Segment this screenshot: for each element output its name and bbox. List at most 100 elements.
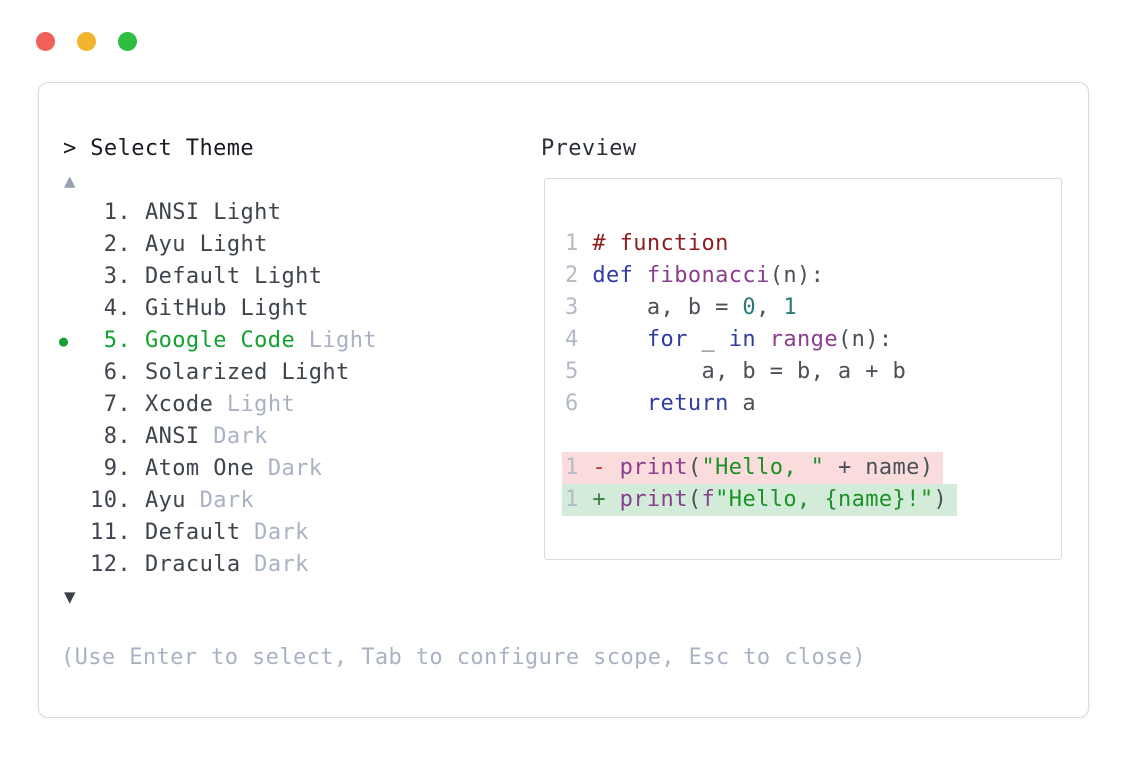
theme-item-name: ANSI	[145, 424, 200, 449]
maximize-button[interactable]	[118, 32, 137, 51]
token-name: print	[619, 487, 688, 512]
code-line: 2 def fibonacci(n):	[565, 260, 1061, 292]
token-keyword: return	[646, 391, 729, 416]
keyboard-hint: (Use Enter to select, Tab to configure s…	[61, 645, 867, 670]
theme-item-variant: Light	[213, 392, 296, 417]
token-keyword: in	[728, 327, 757, 352]
theme-item-variant: Light	[295, 328, 377, 353]
theme-item-name: Google Code	[145, 328, 296, 353]
code-line: 1 # function	[565, 228, 1061, 260]
theme-item-number: 2.	[103, 232, 131, 257]
theme-item-number: 5.	[103, 328, 131, 353]
theme-item-name: Ayu Light	[145, 232, 268, 257]
theme-item-default-light[interactable]: 3. Default Light	[39, 261, 539, 293]
close-button[interactable]	[36, 32, 55, 51]
theme-item-ayu[interactable]: 10.Ayu Dark	[39, 485, 539, 517]
theme-item-name: ANSI Light	[145, 200, 282, 225]
token-comment: # function	[592, 231, 729, 256]
theme-item-name: Ayu	[145, 488, 186, 513]
theme-item-number: 7.	[103, 392, 131, 417]
theme-item-xcode[interactable]: 7. Xcode Light	[39, 389, 539, 421]
code-diff-line-added: 1 + print(f"Hello, {name}!")	[562, 484, 1061, 516]
theme-item-name: Xcode	[145, 392, 214, 417]
token-plain: )	[933, 487, 948, 512]
theme-item-ansi-light[interactable]: 1. ANSI Light	[39, 197, 539, 229]
line-number: 6	[565, 391, 579, 416]
theme-item-number: 4.	[103, 296, 131, 321]
theme-item-variant: Dark	[240, 520, 309, 545]
token-keyword: def	[592, 263, 634, 288]
code-line: 6 return a	[565, 388, 1061, 420]
line-number: 2	[565, 263, 579, 288]
token-plain: _	[687, 327, 729, 352]
theme-item-number: 3.	[103, 264, 131, 289]
token-plain: + name)	[824, 455, 934, 480]
line-number: 1	[565, 455, 579, 480]
token-plain: (	[687, 455, 702, 480]
token-plain: a, b =	[592, 295, 743, 320]
theme-item-atom-one[interactable]: 9.Atom One Dark	[39, 453, 539, 485]
preview-label: Preview	[541, 136, 637, 161]
scroll-down-icon[interactable]: ▼	[64, 586, 76, 608]
code-line: 5 a, b = b, a + b	[565, 356, 1061, 388]
token-literal: 0	[742, 295, 757, 320]
theme-item-name: Default	[145, 520, 241, 545]
theme-item-number: 1.	[103, 200, 131, 225]
theme-item-variant: Dark	[185, 488, 255, 513]
line-number: 3	[565, 295, 579, 320]
theme-item-number: 6.	[103, 360, 131, 385]
theme-item-name: GitHub Light	[145, 296, 309, 321]
theme-item-solarized-light[interactable]: 6. Solarized Light	[39, 357, 539, 389]
line-number: 1	[565, 487, 579, 512]
token-keyword: for	[646, 327, 688, 352]
theme-item-ansi[interactable]: 8. ANSI Dark	[39, 421, 539, 453]
selected-bullet-icon: ●	[59, 332, 69, 350]
line-number: 1	[565, 231, 579, 256]
theme-item-ayu-light[interactable]: 2. Ayu Light	[39, 229, 539, 261]
token-plain	[592, 327, 647, 352]
token-name: fibonacci	[646, 263, 770, 288]
theme-item-google-code[interactable]: ● 5. Google Code Light	[39, 325, 539, 357]
token-plain: (n):	[769, 263, 825, 288]
theme-item-variant: Dark	[240, 552, 309, 577]
theme-item-dracula[interactable]: 12. Dracula Dark	[39, 549, 539, 581]
theme-item-variant: Dark	[199, 424, 268, 449]
theme-item-variant: Dark	[254, 456, 323, 481]
token-plain: a, b = b, a + b	[592, 359, 907, 384]
code-line: 4 for _ in range(n):	[565, 324, 1061, 356]
theme-item-number: 8.	[103, 424, 131, 449]
token-name: print	[619, 455, 688, 480]
theme-item-name: Default Light	[145, 264, 323, 289]
select-theme-header: > Select Theme	[63, 136, 255, 161]
token-name: f	[701, 487, 716, 512]
token-plain: a	[728, 391, 757, 416]
token-plain: (	[687, 487, 702, 512]
theme-list: 1. ANSI Light 2. Ayu Light 3. Default Light 4.…	[39, 197, 539, 581]
theme-item-name: Solarized Light	[145, 360, 350, 385]
token-minus: -	[592, 455, 620, 480]
token-string: "Hello, {name}!"	[715, 487, 934, 512]
code-line: 3 a, b = 0, 1	[565, 292, 1061, 324]
code-diff-line-removed: 1 - print("Hello, " + name)	[562, 452, 1061, 484]
theme-item-github-light[interactable]: 4. GitHub Light	[39, 293, 539, 325]
token-literal: 1	[783, 295, 798, 320]
theme-item-number: 11.	[90, 520, 131, 545]
minimize-button[interactable]	[77, 32, 96, 51]
theme-selector-panel: > Select Theme Preview ▲ 1. ANSI Light 2. A…	[38, 82, 1089, 718]
code-line	[565, 420, 1061, 452]
theme-item-name: Dracula	[145, 552, 241, 577]
token-name: range	[769, 327, 838, 352]
theme-item-default[interactable]: 11. Default Dark	[39, 517, 539, 549]
token-plain: (n):	[837, 327, 893, 352]
theme-item-number: 12.	[90, 552, 131, 577]
theme-item-name: Atom One	[145, 456, 255, 481]
token-string: "Hello, "	[701, 455, 825, 480]
token-plain: ,	[756, 295, 784, 320]
line-number: 5	[565, 359, 579, 384]
token-plain	[756, 327, 770, 352]
token-plain	[592, 391, 647, 416]
scroll-up-icon[interactable]: ▲	[64, 170, 76, 192]
token-plus: +	[592, 487, 620, 512]
